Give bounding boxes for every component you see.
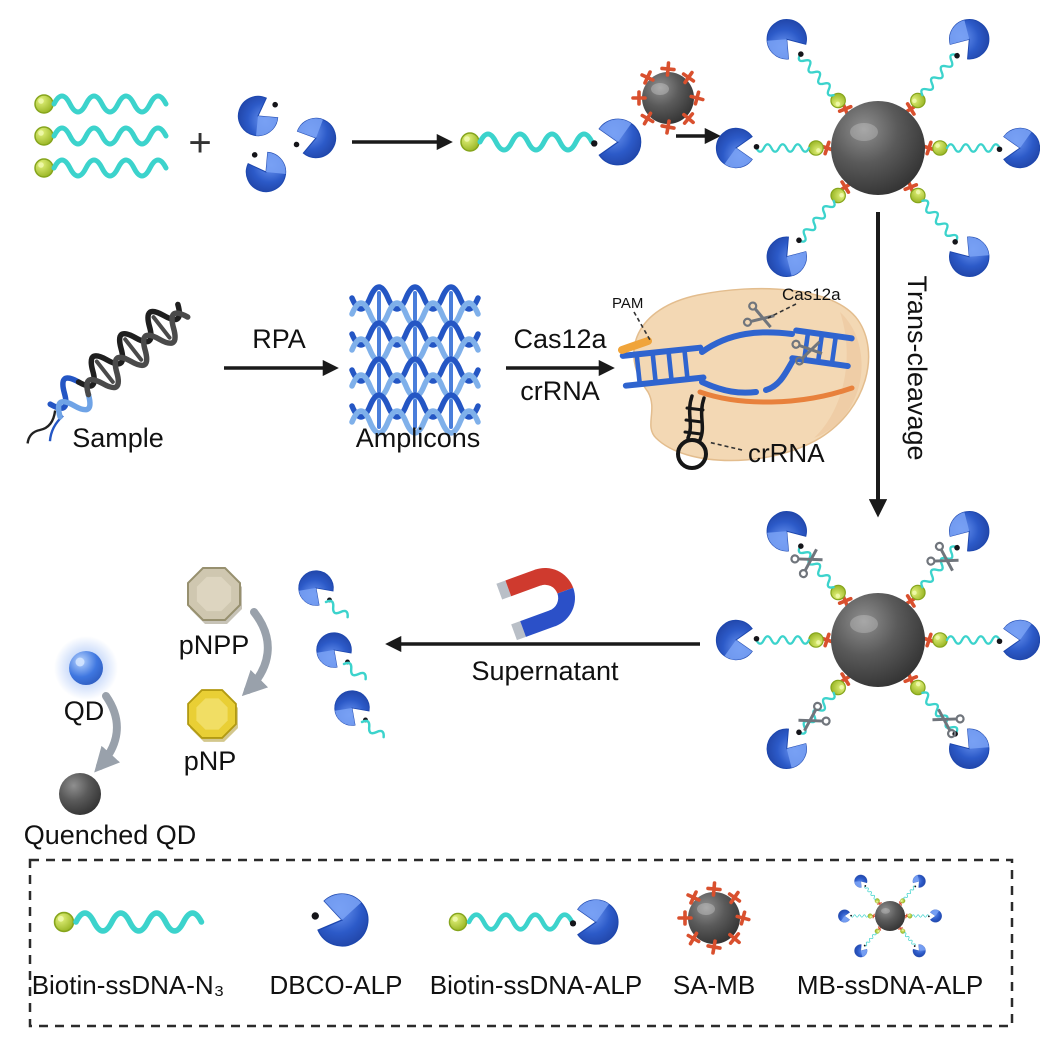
amplicons-label: Amplicons	[356, 423, 481, 453]
biotin-bead-icon	[34, 94, 54, 114]
rpa-label: RPA	[252, 324, 306, 354]
pam-callout-line	[633, 311, 651, 341]
quenched-qd-label: Quenched QD	[24, 820, 197, 850]
biotin-bead-icon	[460, 132, 480, 152]
biotin-ssdna-alp-conjugate	[460, 118, 642, 166]
cas12a-callout-line	[767, 303, 797, 319]
cleaved-alp-fragment	[291, 563, 352, 622]
legend-item-dbco-alp: DBCO-ALP	[270, 887, 403, 1000]
cleaved-alp-fragment	[309, 625, 370, 684]
ssdna-wave-icon	[54, 128, 166, 144]
target-strand-bottom2	[763, 359, 795, 393]
legend-box	[28, 858, 1014, 1028]
pnp-label: pNP	[184, 746, 237, 776]
alp-enzyme-icon	[590, 118, 642, 166]
pam-segment	[618, 337, 652, 354]
pnpp-label: pNPP	[179, 630, 250, 660]
legend-label: Biotin-ssDNA-ALP	[430, 970, 642, 1000]
dbco-alp-enzyme-icon	[287, 113, 341, 164]
crrna-callout-label: crRNA	[748, 438, 825, 468]
amplicons-helices	[352, 287, 478, 433]
sa-mb-bead-icon	[633, 62, 704, 133]
crrna-callout-line	[707, 441, 743, 451]
crrna-arrow-label: crRNA	[520, 376, 600, 406]
biotin-ssdna-strand	[34, 94, 166, 114]
plus-sign: +	[188, 121, 211, 165]
sample-label: Sample	[72, 423, 164, 453]
qd-sphere	[54, 636, 118, 700]
biotin-bead-icon	[34, 126, 54, 146]
legend-item-mb-ssdna-alp: MB-ssDNA-ALP	[797, 872, 983, 1000]
cas12a-protein-complex: PAM Cas12a crRNA	[612, 285, 870, 470]
pam-label: PAM	[612, 295, 643, 312]
dna-tail	[26, 410, 57, 444]
legend-label: SA-MB	[673, 970, 755, 1000]
cleaved-alp-fragment	[327, 683, 388, 742]
sample-dna-helix	[26, 296, 195, 444]
legend-label: DBCO-ALP	[270, 970, 403, 1000]
ssdna-wave-icon	[54, 96, 166, 112]
legend-label: MB-ssDNA-ALP	[797, 970, 983, 1000]
pnp-octagon	[187, 689, 238, 742]
ssdna-wave-icon	[480, 134, 592, 150]
target-strand-top	[699, 329, 795, 355]
magnet-icon	[496, 559, 584, 641]
biotin-bead-icon	[34, 158, 54, 178]
pnpp-octagon	[187, 567, 242, 624]
legend-item-sa-mb: SA-MB	[673, 882, 755, 1000]
biotin-ssdna-strand	[34, 126, 166, 146]
qd-quench-arrow	[94, 692, 121, 773]
legend-item-biotin-ssdna-alp: Biotin-ssDNA-ALP	[430, 899, 642, 1000]
trans-cleavage-label: Trans-cleavage	[902, 275, 932, 460]
pnpp-to-pnp-arrow	[241, 608, 272, 697]
biotin-ssdna-strand	[34, 158, 166, 178]
cleaved-mb-complex	[716, 504, 1039, 777]
legend-item-biotin-ssdna-n3: Biotin-ssDNA-N₃	[32, 913, 225, 1000]
cas12a-blob-shade	[814, 312, 862, 438]
crrna-hairpin	[676, 394, 708, 470]
target-dna-left-duplex	[619, 344, 707, 389]
target-strand-bottom	[699, 379, 759, 396]
ssdna-wave-icon	[54, 160, 166, 176]
crrna-strand	[697, 385, 855, 405]
qd-label: QD	[64, 696, 105, 726]
dbco-alp-enzyme-icon	[236, 141, 294, 200]
cas12a-callout-label: Cas12a	[782, 285, 841, 304]
quenched-qd-sphere	[59, 773, 101, 815]
legend-label: Biotin-ssDNA-N₃	[32, 970, 225, 1000]
supernatant-label: Supernatant	[471, 656, 619, 686]
dbco-alp-enzyme-icon	[230, 86, 289, 144]
cas12a-arrow-label: Cas12a	[513, 324, 607, 354]
